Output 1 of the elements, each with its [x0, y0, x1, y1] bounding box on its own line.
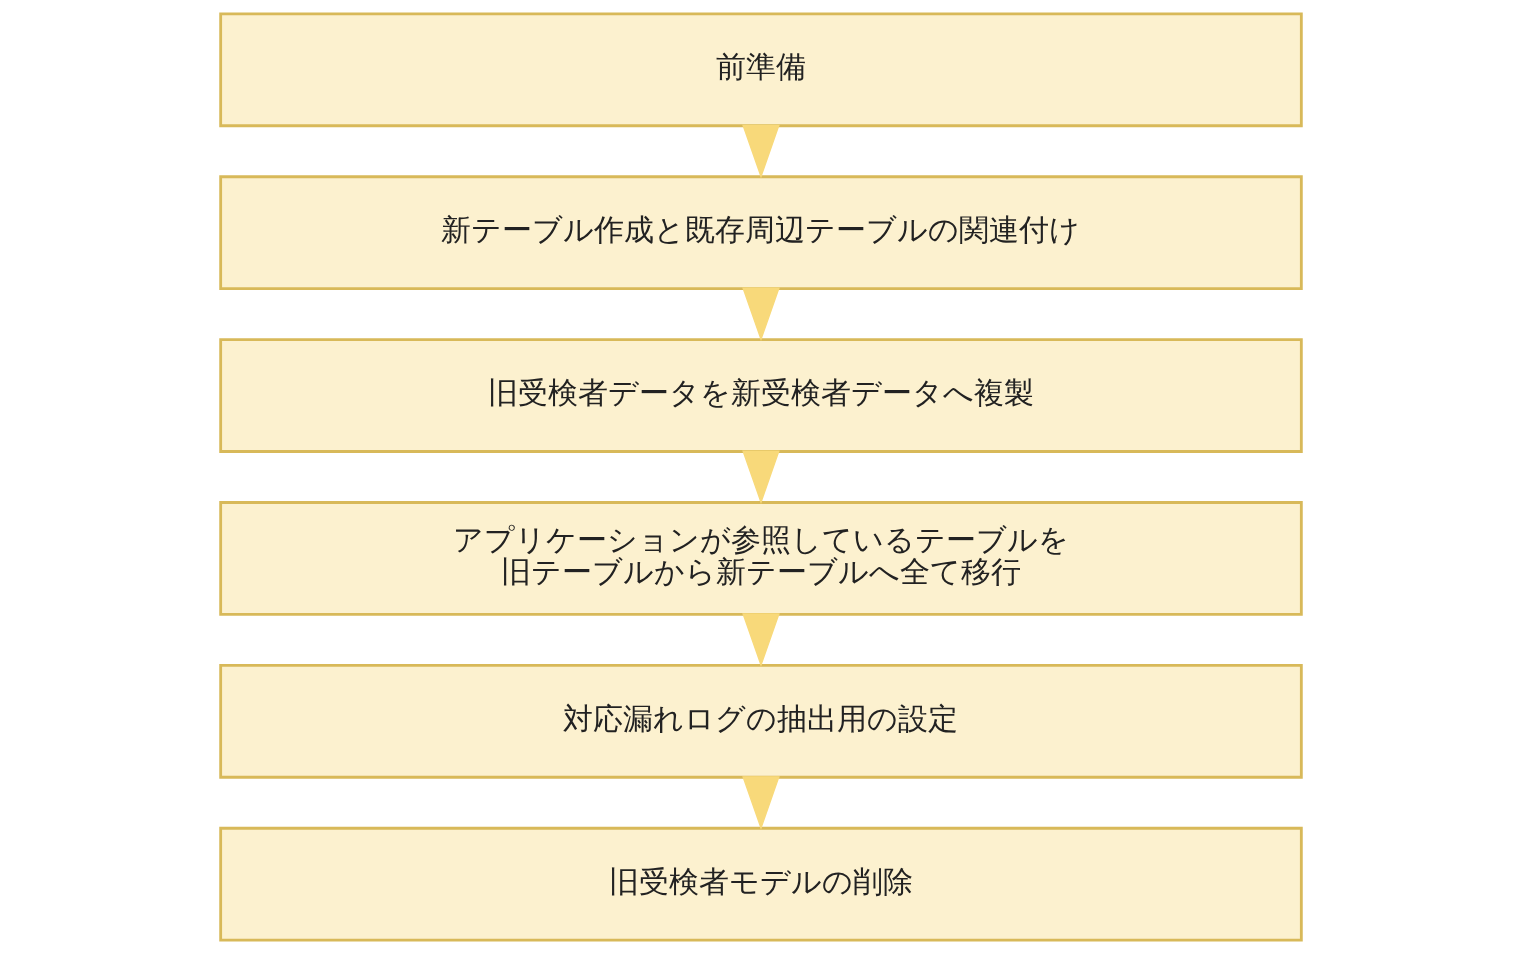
node-box: 旧受検者モデルの削除 [219, 826, 1303, 942]
